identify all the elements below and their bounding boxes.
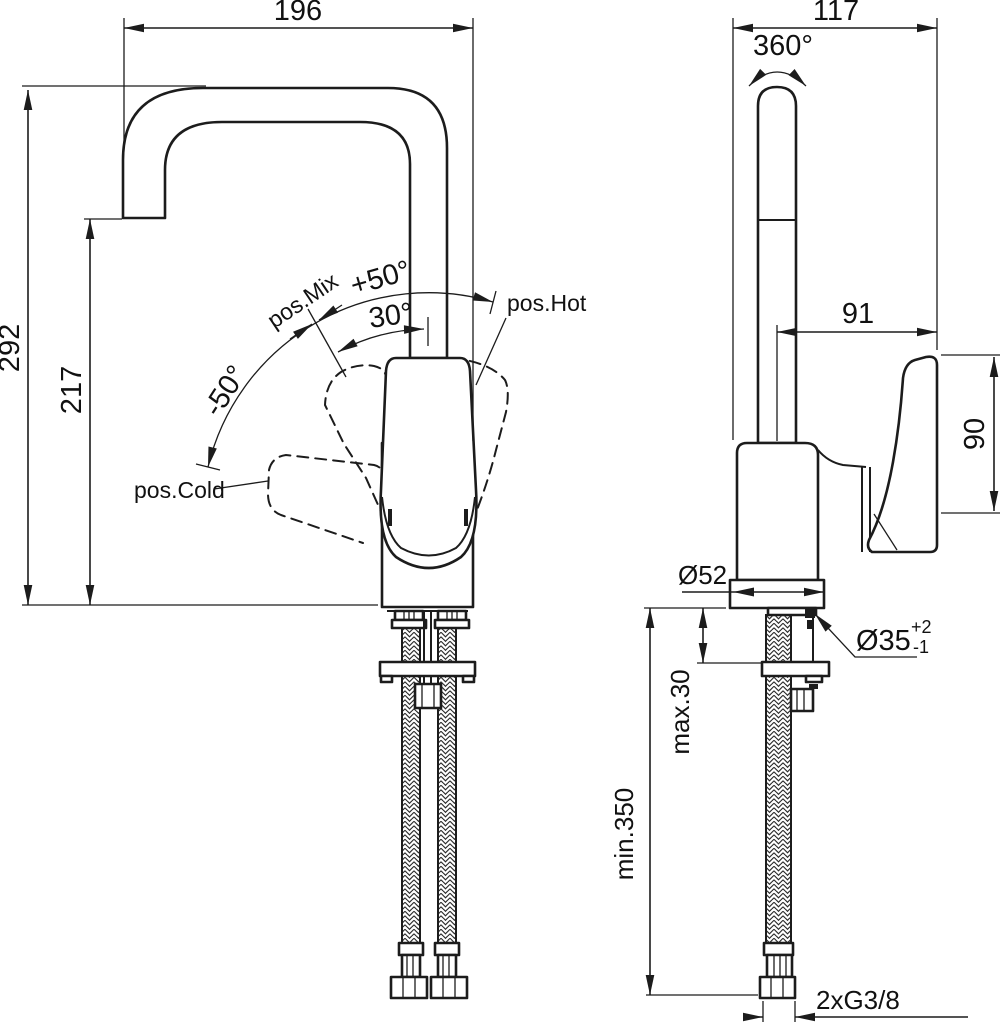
pos-hot-label: pos.Hot	[507, 290, 587, 316]
dim-depth-117-label: 117	[813, 0, 859, 27]
pos-cold-label: pos.Cold	[134, 477, 225, 503]
dim-hose-min-350-label: min.350	[609, 788, 639, 881]
hose-nut-side	[758, 975, 797, 1000]
pos-mix-label: pos.Mix	[262, 267, 343, 333]
mounting-plate-front	[378, 660, 477, 678]
supply-connections-side	[758, 606, 831, 1000]
label-pos-hot: pos.Hot	[475, 290, 587, 386]
angle-plus50-label: +50°	[347, 255, 414, 303]
dim-handle-90-label: 90	[959, 418, 991, 450]
dim-deck-max-30-label: max.30	[665, 669, 695, 754]
swivel-360-label: 360°	[753, 30, 813, 62]
dim-width-196: 196	[123, 0, 474, 441]
hose-nut-right	[429, 975, 469, 1000]
supply-connections-front	[378, 609, 477, 1000]
seal-ring	[805, 609, 815, 618]
hole-tol-plus-label: +2	[911, 617, 932, 637]
side-spout-tube	[756, 85, 798, 445]
dim-height-217-label: 217	[56, 366, 88, 414]
side-handle	[866, 355, 939, 554]
dim-base-dia-52-label: Ø52	[678, 560, 727, 590]
side-handle-mount	[817, 449, 871, 552]
dim-height-217: 217	[56, 218, 122, 605]
handle-lever-front	[379, 356, 478, 570]
dim-depth-117: 117	[732, 0, 938, 440]
fixing-nut-side	[789, 687, 815, 713]
dim-deck-max-30: max.30	[644, 607, 762, 755]
dim-handle-90: 90	[941, 354, 1000, 514]
dim-reach-91: 91	[776, 298, 937, 441]
callout-hole-dia-35: Ø35 +2 -1	[814, 613, 932, 658]
mounting-plate-side	[760, 660, 831, 678]
handle-position-cold-dashed	[266, 453, 385, 544]
side-body	[735, 441, 820, 582]
angle-minus50-label: -50°	[197, 360, 253, 422]
dim-height-292-label: 292	[0, 324, 26, 372]
angle-30-label: 30°	[367, 297, 415, 335]
handle-position-mix-dashed	[323, 364, 388, 517]
dim-width-196-label: 196	[274, 0, 322, 27]
front-view: 196 292 217 +50° 30° -50°	[0, 0, 587, 1000]
side-view: 117 360° 91 90 Ø52 Ø35 +2	[609, 0, 1000, 1022]
dim-thread-g38: 2xG3/8	[743, 985, 968, 1022]
dim-height-292: 292	[0, 85, 378, 606]
dim-thread-g38-label: 2xG3/8	[816, 985, 900, 1015]
dim-reach-91-label: 91	[842, 298, 874, 330]
hole-tol-minus-label: -1	[913, 637, 929, 657]
label-pos-cold: pos.Cold	[134, 477, 269, 503]
hole-dia-35-label: Ø35	[856, 625, 911, 657]
hose-nut-left	[389, 975, 429, 1000]
dim-hose-min-350: min.350	[609, 608, 758, 996]
fixing-nut-front	[413, 682, 443, 710]
dim-base-dia-52: Ø52	[678, 560, 824, 597]
dim-swivel-360: 360°	[748, 30, 813, 87]
